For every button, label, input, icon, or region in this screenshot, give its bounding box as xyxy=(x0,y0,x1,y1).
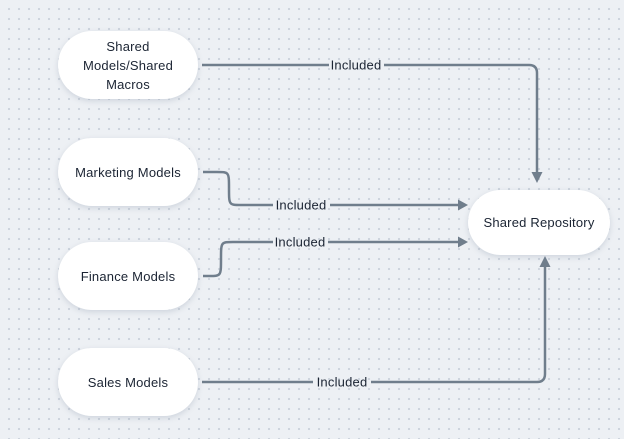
node-marketing-models: Marketing Models xyxy=(58,138,198,206)
arrowhead-right-icon xyxy=(458,236,468,248)
edge-label-included-sales: Included xyxy=(316,374,368,390)
arrowhead-down-icon xyxy=(531,172,543,183)
node-shared-repository: Shared Repository xyxy=(468,190,610,255)
node-label: Finance Models xyxy=(80,268,176,284)
node-label: Shared Models/Shared Macros xyxy=(82,38,174,92)
edge-label-included-shared-models: Included xyxy=(330,57,382,73)
node-label: Shared Repository xyxy=(483,215,595,230)
node-label: Marketing Models xyxy=(75,164,181,180)
edge-finance-to-repository xyxy=(203,236,468,278)
edge-sales-to-repository xyxy=(202,256,551,384)
arrowhead-right-icon xyxy=(458,199,468,211)
arrowhead-up-icon xyxy=(539,256,551,267)
edge-shared-models-to-repository xyxy=(202,63,543,183)
edge-label-included-finance: Included xyxy=(274,234,326,250)
node-sales-models: Sales Models xyxy=(58,348,198,416)
edge-label-included-marketing: Included xyxy=(275,197,327,213)
node-shared-models-macros: Shared Models/Shared Macros xyxy=(58,31,198,99)
edge-marketing-to-repository xyxy=(203,170,468,211)
node-finance-models: Finance Models xyxy=(58,242,198,310)
node-label: Sales Models xyxy=(87,374,169,390)
